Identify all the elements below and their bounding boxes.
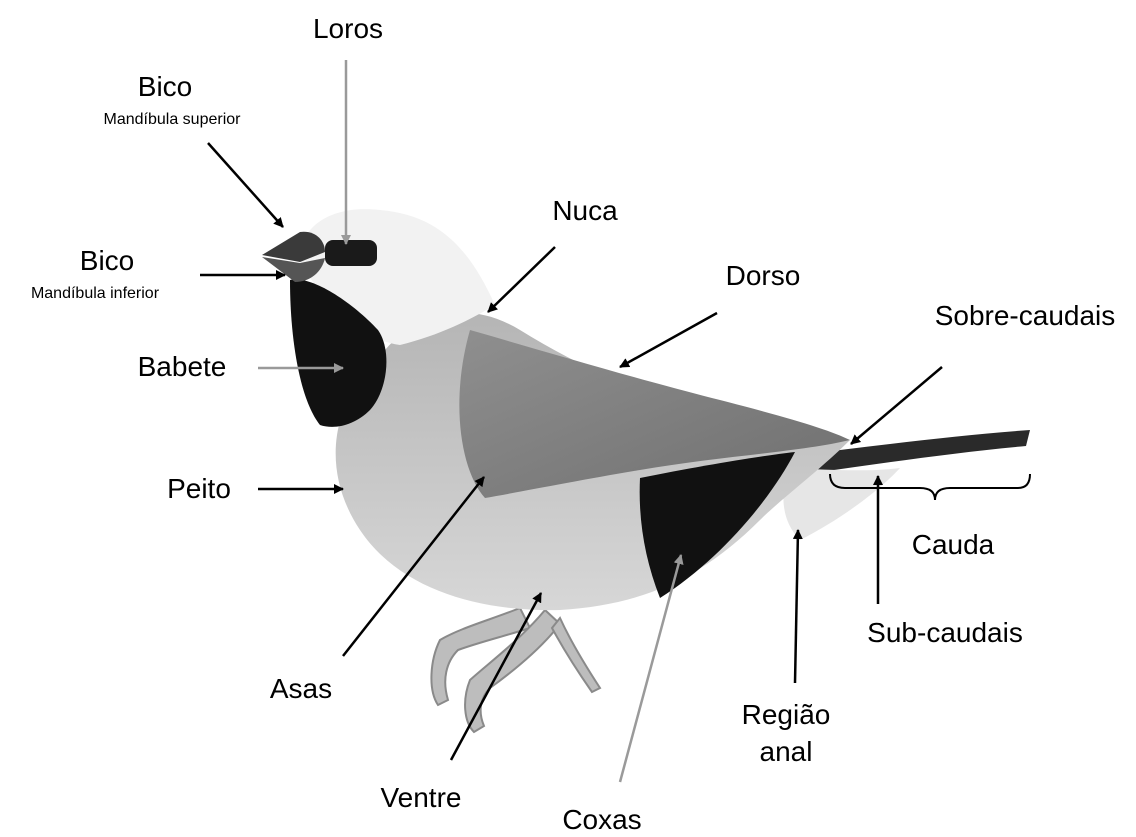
arrow-regiao-anal — [795, 530, 798, 683]
label-cauda: Cauda — [912, 529, 995, 560]
label-nuca: Nuca — [552, 195, 618, 226]
label-sobre-caudais: Sobre-caudais — [935, 300, 1116, 331]
label-coxas: Coxas — [562, 804, 641, 835]
lores-stripe — [325, 240, 377, 266]
thigh-patch-shape — [640, 452, 795, 598]
bird-illustration — [262, 209, 1030, 732]
label-sub-caudais: Sub-caudais — [867, 617, 1023, 648]
label-regiao-anal-line1: Região — [742, 699, 831, 730]
label-bico-inferior-title: Bico — [80, 245, 134, 276]
arrow-sobre-caudais — [851, 367, 942, 444]
bird-feet — [431, 608, 600, 732]
label-peito: Peito — [167, 473, 231, 504]
label-bico-superior-sub: Mandíbula superior — [104, 111, 242, 128]
arrow-bico-superior — [208, 143, 283, 227]
label-bico-inferior-sub: Mandíbula inferior — [31, 285, 160, 302]
label-babete: Babete — [138, 351, 227, 382]
label-ventre: Ventre — [381, 782, 462, 813]
arrow-nuca — [488, 247, 555, 312]
label-asas: Asas — [270, 673, 332, 704]
label-dorso: Dorso — [726, 260, 801, 291]
label-bico-superior-title: Bico — [138, 71, 192, 102]
label-loros: Loros — [313, 13, 383, 44]
label-regiao-anal-line2: anal — [760, 736, 813, 767]
arrow-dorso — [620, 313, 717, 367]
